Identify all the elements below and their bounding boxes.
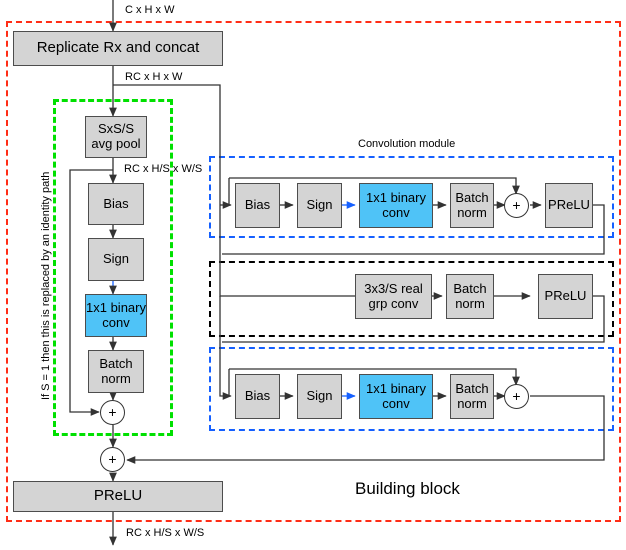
top-module-out-stub: [100, 205, 605, 250]
label-identity-path-note: If S = 1 then this is replaced by an ide…: [40, 171, 52, 400]
node-left-sign[interactable]: Sign: [88, 238, 144, 281]
node-left-binary-conv[interactable]: 1x1 binary conv: [85, 294, 147, 337]
adder-bottom-module[interactable]: +: [504, 384, 529, 409]
node-final-prelu[interactable]: PReLU: [13, 481, 223, 512]
node-middle-prelu[interactable]: PReLU: [538, 274, 593, 319]
bottom-module-output-to-final-adder: [126, 395, 605, 464]
arrow-into-bottom-bias: [219, 296, 232, 400]
left-skip-connection: [69, 169, 113, 416]
node-avg-pool[interactable]: SxS/S avg pool: [85, 116, 147, 158]
node-middle-batch-norm[interactable]: Batch norm: [446, 274, 494, 319]
real-convolution-module-boundary: [209, 261, 614, 337]
label-after-pool-tensor: RC x H/S x W/S: [124, 163, 203, 175]
middle-module-output: [222, 295, 605, 343]
bottom-module-skip: [229, 368, 520, 386]
binary-convolution-module-top-boundary: [209, 156, 614, 238]
node-left-batch-norm[interactable]: Batch norm: [88, 350, 144, 393]
branch-to-conv-modules: [113, 84, 221, 205]
node-top-sign[interactable]: Sign: [297, 183, 342, 228]
node-replicate[interactable]: Replicate Rx and concat: [13, 31, 223, 66]
node-grp-conv[interactable]: 3x3/S real grp conv: [355, 274, 432, 319]
top-module-output: [222, 204, 605, 255]
node-left-bias[interactable]: Bias: [88, 183, 144, 225]
top-output-into-real-module: [222, 254, 231, 277]
node-top-batch-norm[interactable]: Batch norm: [450, 183, 494, 228]
node-bottom-batch-norm[interactable]: Batch norm: [450, 374, 494, 419]
node-top-prelu[interactable]: PReLU: [545, 183, 593, 228]
adder-identity-path[interactable]: +: [100, 400, 125, 425]
label-building-block: Building block: [355, 479, 460, 498]
node-top-binary-conv[interactable]: 1x1 binary conv: [359, 183, 433, 228]
adder-top-module[interactable]: +: [504, 193, 529, 218]
node-bottom-binary-conv[interactable]: 1x1 binary conv: [359, 374, 433, 419]
building-block-boundary: [6, 21, 621, 522]
label-convolution-module: Convolution module: [358, 138, 456, 150]
label-after-replicate-tensor: RC x H x W: [125, 71, 183, 83]
top-module-skip: [229, 177, 520, 195]
binary-convolution-module-bottom-boundary: [209, 347, 614, 431]
label-output-tensor: RC x H/S x W/S: [126, 527, 205, 539]
label-input-tensor: C x H x W: [125, 4, 175, 16]
node-top-bias[interactable]: Bias: [235, 183, 280, 228]
node-bottom-sign[interactable]: Sign: [297, 374, 342, 419]
node-bottom-bias[interactable]: Bias: [235, 374, 280, 419]
adder-final[interactable]: +: [100, 447, 125, 472]
